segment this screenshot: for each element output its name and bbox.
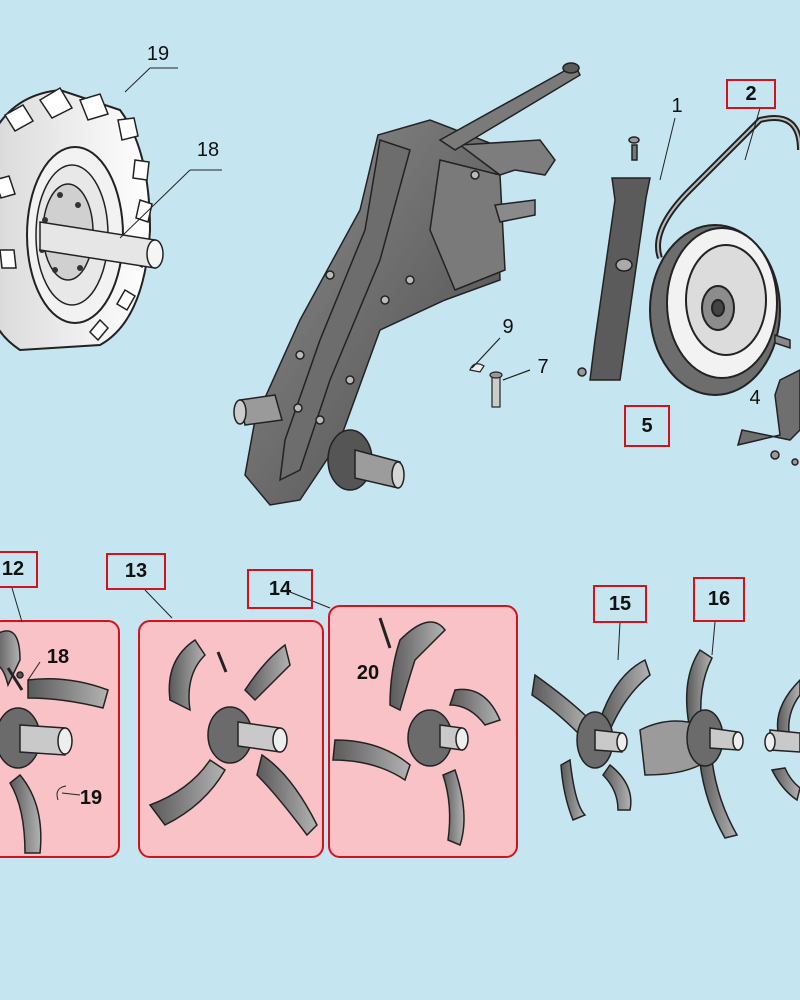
cutter-set-right-partial xyxy=(764,678,800,802)
callout-14-box: 14 xyxy=(247,569,313,609)
drive-pulley xyxy=(649,224,781,396)
callout-4: 4 xyxy=(749,387,761,409)
callout-20: 20 xyxy=(356,662,380,684)
pin-9 xyxy=(469,337,501,373)
callout-18-axle: 18 xyxy=(196,139,220,161)
bottom-guard xyxy=(736,333,800,466)
callout-19-cutter: 19 xyxy=(79,787,103,809)
callout-18-cutter: 18 xyxy=(46,646,70,668)
v-belt xyxy=(655,115,800,260)
callout-19-wheel: 19 xyxy=(146,43,170,65)
callout-9: 9 xyxy=(502,316,514,338)
cutter-set-13 xyxy=(148,638,318,837)
cutter-set-16 xyxy=(639,648,744,839)
callout-13-box: 13 xyxy=(106,553,166,590)
cutter-set-15 xyxy=(531,658,651,821)
pin-7 xyxy=(489,369,531,408)
callout-2-box: 2 xyxy=(726,79,776,109)
belt-guard-bracket xyxy=(577,136,651,381)
callout-5-box: 5 xyxy=(624,405,670,447)
cutter-set-12 xyxy=(0,630,109,854)
callout-15-box: 15 xyxy=(593,585,647,623)
chain-gearbox-housing xyxy=(233,62,581,506)
callout-1: 1 xyxy=(671,95,683,117)
callout-16-box: 16 xyxy=(693,577,745,622)
wheel-assembly xyxy=(0,86,164,352)
callout-12-box: 12 xyxy=(0,551,38,588)
cutter-set-14 xyxy=(332,617,502,847)
callout-7: 7 xyxy=(537,356,549,378)
